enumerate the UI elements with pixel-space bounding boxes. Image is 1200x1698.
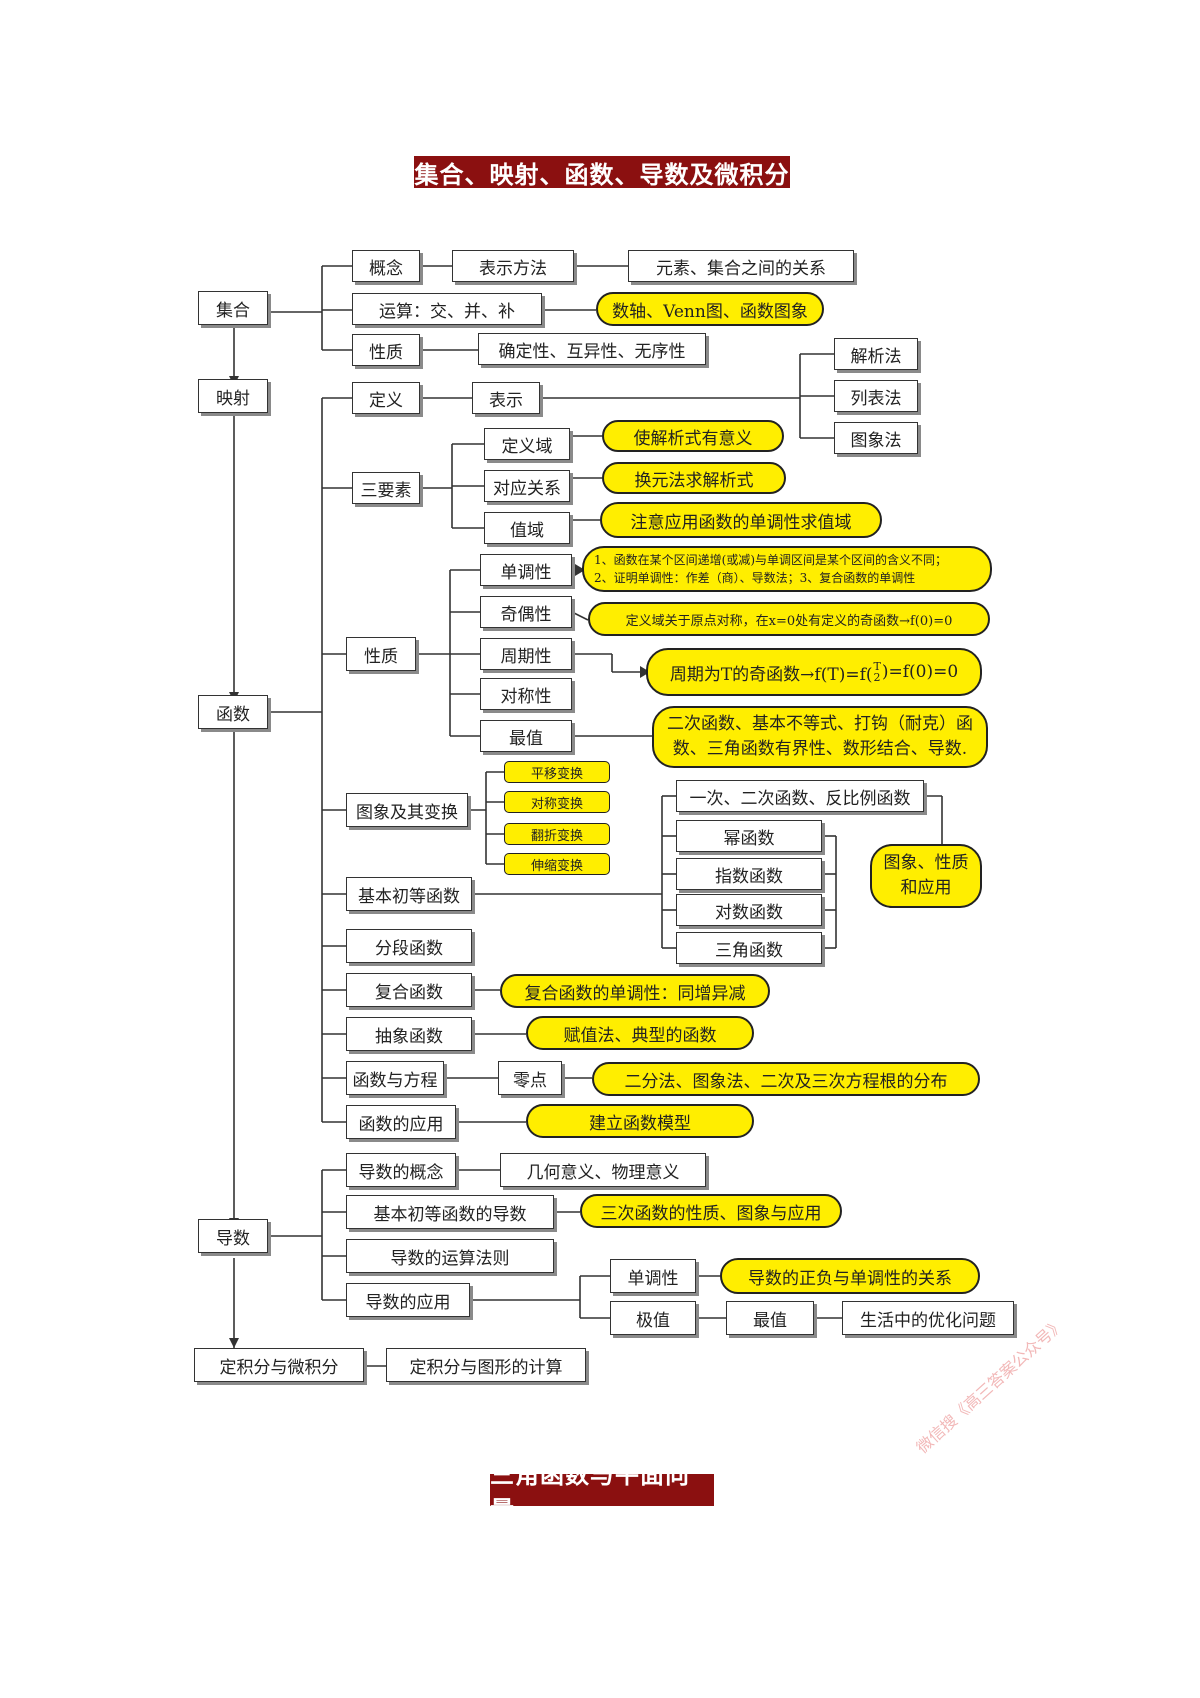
node-fuhe: 复合函数 — [346, 973, 472, 1007]
note-dingyiyu: 使解析式有意义 — [602, 420, 784, 452]
node-ds-zuizhi: 最值 — [726, 1301, 814, 1335]
node-duiying: 对应关系 — [484, 470, 570, 502]
note-duiying: 换元法求解析式 — [602, 462, 786, 494]
node-ds-yunsuan: 导数的运算法则 — [346, 1239, 554, 1273]
node-yici: 一次、二次函数、反比例函数 — [676, 780, 924, 812]
node-jizhi: 极值 — [610, 1301, 696, 1335]
node-zhishu: 指数函数 — [676, 858, 822, 890]
note-tuxiang-xingzhi: 图象、性质 和应用 — [870, 844, 982, 908]
note-jiou: 定义域关于原点对称，在x=0处有定义的奇函数→f(0)=0 — [588, 602, 990, 636]
node-yingshe: 映射 — [198, 379, 268, 413]
node-gainian: 概念 — [352, 250, 420, 282]
node-zhouqi: 周期性 — [480, 638, 572, 670]
node-biaoshi: 表示 — [472, 382, 540, 414]
node-fanzhe: 翻折变换 — [504, 823, 610, 845]
node-yunsuan: 运算：交、并、补 — [352, 293, 542, 325]
node-shensuo: 伸缩变换 — [504, 853, 610, 875]
note-zhiyu: 注意应用函数的单调性求值域 — [600, 502, 882, 538]
note-chouxiang: 赋值法、典型的函数 — [526, 1016, 754, 1050]
node-jihe-yiyi: 几何意义、物理意义 — [500, 1153, 706, 1187]
node-dingjifen: 定积分与微积分 — [194, 1348, 364, 1382]
node-sanyaosu: 三要素 — [352, 472, 420, 504]
note-fuhe: 复合函数的单调性：同增异减 — [500, 974, 770, 1008]
node-ds-gainian: 导数的概念 — [346, 1153, 456, 1187]
node-jiben-chudeng: 基本初等函数 — [346, 877, 472, 911]
node-chouxiang: 抽象函数 — [346, 1017, 472, 1051]
node-tuxiangfa: 图象法 — [834, 422, 918, 454]
note-zhouqi-a: 周期为T的奇函数→f(T)=f( — [669, 664, 873, 685]
note-zhouqi-b: )=f(0)=0 — [881, 662, 959, 682]
node-ds-jiben: 基本初等函数的导数 — [346, 1195, 554, 1229]
node-duicheng: 对称性 — [480, 678, 572, 710]
node-ds-dandiao: 单调性 — [610, 1259, 696, 1293]
node-duicheng-bh: 对称变换 — [504, 791, 610, 813]
node-pingyi: 平移变换 — [504, 761, 610, 783]
node-dandiao: 单调性 — [480, 554, 572, 586]
node-jiexifa: 解析法 — [834, 338, 918, 370]
node-jihe: 集合 — [198, 291, 268, 325]
note-shuzhou: 数轴、Venn图、函数图象 — [596, 292, 824, 326]
note-zuizhi: 二次函数、基本不等式、打钩（耐克）函 数、三角函数有界性、数形结合、导数. — [652, 706, 988, 768]
note-tuxiang-xingzhi-line1: 图象、性质 — [883, 852, 969, 873]
node-dingjifen-tuxing: 定积分与图形的计算 — [386, 1348, 586, 1382]
note-dandiao-line2: 2、证明单调性：作差（商）、导数法；3、复合函数的单调性 — [594, 571, 916, 585]
note-ds-dandiao: 导数的正负与单调性的关系 — [720, 1258, 980, 1294]
node-dingyiyu: 定义域 — [484, 428, 570, 460]
node-xingzhi-jihe: 性质 — [352, 334, 420, 366]
node-fangcheng: 函数与方程 — [346, 1061, 444, 1095]
node-youhua: 生活中的优化问题 — [842, 1301, 1014, 1335]
node-zhiyu: 值域 — [484, 512, 570, 544]
node-daoshu: 导数 — [198, 1219, 268, 1253]
node-mi: 幂函数 — [676, 820, 822, 852]
node-quedingxing: 确定性、互异性、无序性 — [478, 333, 706, 365]
note-yingyong: 建立函数模型 — [526, 1104, 754, 1138]
node-zuizhi: 最值 — [480, 720, 572, 752]
node-dingyi: 定义 — [352, 382, 420, 414]
note-zuizhi-line1: 二次函数、基本不等式、打钩（耐克）函 — [667, 713, 973, 734]
section-title: 三角函数与平面向量 — [490, 1460, 714, 1524]
node-ds-yingyong: 导数的应用 — [346, 1283, 470, 1317]
node-sanjiao: 三角函数 — [676, 932, 822, 964]
note-zhouqi-num: T — [873, 660, 881, 673]
node-xingzhi-hanshu: 性质 — [346, 637, 416, 671]
node-jiou: 奇偶性 — [480, 596, 572, 628]
node-yuansu-guanxi: 元素、集合之间的关系 — [628, 250, 854, 282]
note-lingdian: 二分法、图象法、二次及三次方程根的分布 — [592, 1062, 980, 1096]
note-dandiao-line1: 1、函数在某个区间递增(或减)与单调区间是某个区间的含义不同； — [594, 553, 948, 567]
node-tuxiang-bianhuan: 图象及其变换 — [346, 793, 468, 827]
page-title: 集合、映射、函数、导数及微积分 — [414, 156, 790, 189]
node-lingdian: 零点 — [498, 1061, 562, 1095]
note-tuxiang-xingzhi-line2: 和应用 — [900, 878, 952, 898]
note-zhouqi-den: 2 — [873, 671, 881, 684]
node-yingyong: 函数的应用 — [346, 1105, 456, 1139]
note-dandiao: 1、函数在某个区间递增(或减)与单调区间是某个区间的含义不同； 2、证明单调性：… — [582, 546, 992, 592]
node-fenduan: 分段函数 — [346, 929, 472, 963]
node-hanshu: 函数 — [198, 695, 268, 729]
node-liebiaofa: 列表法 — [834, 380, 918, 412]
node-biaoshi-fangfa: 表示方法 — [452, 250, 574, 282]
node-duishu: 对数函数 — [676, 894, 822, 926]
note-ds-jiben: 三次函数的性质、图象与应用 — [580, 1194, 842, 1228]
note-zuizhi-line2: 数、三角函数有界性、数形结合、导数. — [672, 739, 968, 759]
